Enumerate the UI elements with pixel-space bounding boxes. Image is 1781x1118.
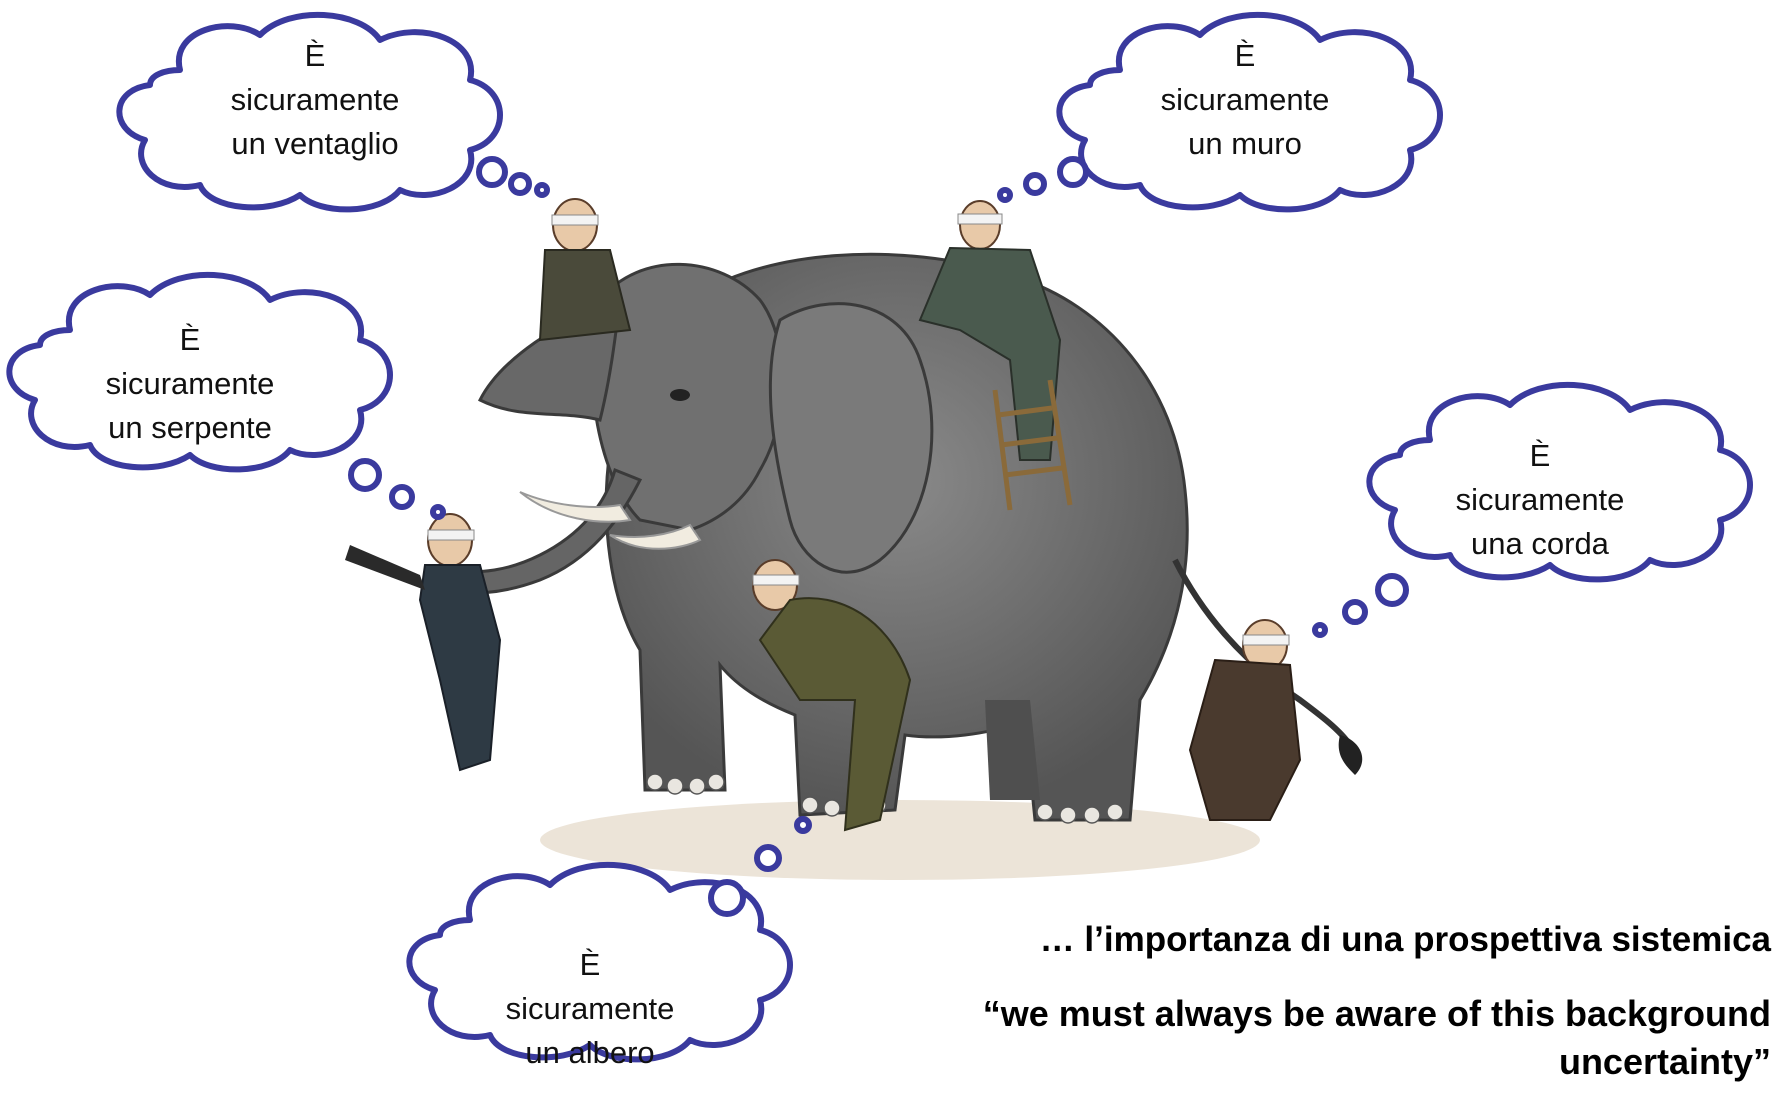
thought-bubble-tree [406, 861, 793, 1063]
bubble-line: un muro [1188, 126, 1302, 161]
thought-trail-tree [708, 816, 812, 917]
bubble-text-wall: È sicuramente un muro [1130, 34, 1360, 166]
bubble-text-tree: È sicuramente un albero [480, 943, 700, 1075]
bubble-line: un albero [525, 1035, 655, 1070]
thought-bubble-fan [116, 11, 503, 213]
ground-shadow [540, 800, 1260, 880]
elephant-tusk-left [519, 491, 632, 523]
bubble-text-snake: È sicuramente un serpente [75, 318, 305, 450]
thought-trail-rope [1312, 573, 1409, 638]
trunk-man [345, 513, 502, 772]
bubble-line: sicuramente [230, 82, 400, 117]
bubble-line: sicuramente [1455, 482, 1625, 517]
ladder [992, 379, 1073, 511]
ear-man [538, 198, 632, 342]
bubble-text-fan: È sicuramente un ventaglio [200, 34, 430, 166]
thought-trail-snake [348, 458, 446, 520]
elephant-far-leg [985, 700, 1040, 800]
tail-man [1188, 619, 1302, 821]
caption-quote-line1: “we must always be aware of this backgro… [982, 993, 1771, 1034]
elephant-ear [768, 302, 934, 574]
bubble-line: È [579, 947, 601, 982]
thought-trail-wall [997, 156, 1089, 203]
bubble-line: È [1234, 38, 1256, 73]
elephant-eye [670, 389, 690, 401]
elephant-tusk-right [609, 523, 702, 550]
thought-bubble-snake [6, 271, 393, 473]
caption-quote-line2: uncertainty” [1558, 1041, 1771, 1082]
leg-man [752, 559, 912, 832]
bubble-line: sicuramente [105, 366, 275, 401]
elephant-tail-tip [1338, 735, 1363, 775]
caption-quote: “we must always be aware of this backgro… [983, 990, 1771, 1086]
bubble-line: una corda [1471, 526, 1609, 561]
bubble-line: un ventaglio [231, 126, 399, 161]
bubble-line: un serpente [108, 410, 272, 445]
back-man [918, 200, 1073, 511]
bubble-line: È [179, 322, 201, 357]
bubble-text-rope: È sicuramente una corda [1425, 434, 1655, 566]
thought-bubble-wall [1056, 11, 1443, 213]
bubble-line: sicuramente [1160, 82, 1330, 117]
bubble-line: È [304, 38, 326, 73]
caption-systemic-perspective: … l’importanza di una prospettiva sistem… [1039, 920, 1771, 959]
thought-bubble-rope [1366, 381, 1753, 583]
thought-trail-fan [476, 156, 550, 198]
bubble-line: sicuramente [505, 991, 675, 1026]
bubble-line: È [1529, 438, 1551, 473]
